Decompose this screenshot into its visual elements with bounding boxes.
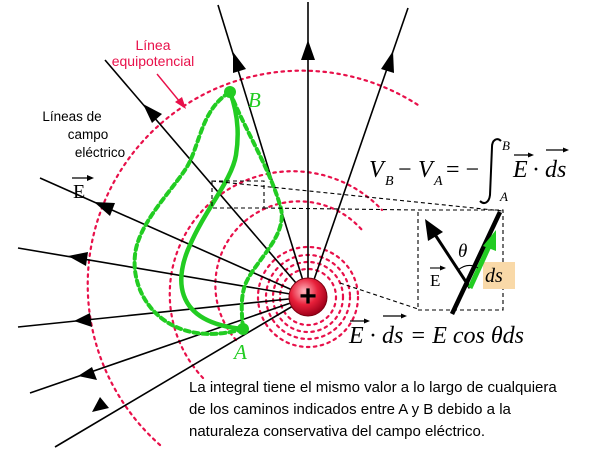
inset-ds-arrowhead — [483, 230, 496, 251]
caption-line-1: La integral tiene el mismo valor a lo la… — [189, 379, 557, 396]
field-line-lower-left-2 — [54, 296, 309, 448]
point-b-label: B — [248, 88, 261, 112]
positive-charge — [288, 277, 328, 317]
field-lines — [17, 2, 409, 448]
field-line-upper-left-2 — [104, 59, 309, 298]
paths-a-to-b — [132, 89, 284, 336]
e-vector-text: E — [73, 181, 85, 203]
field-lines-label-line2: campo — [68, 127, 109, 142]
inset-path-segment — [449, 211, 503, 315]
dot-product-equation: E · ds = E cos θds — [348, 313, 524, 349]
inset-content — [425, 211, 515, 315]
arrow-upper-left-1 — [233, 52, 246, 73]
arrow-left-2 — [68, 252, 88, 266]
equipotential-ring-4 — [256, 245, 360, 349]
point-b-marker — [224, 86, 236, 98]
path-dashed-left — [132, 90, 245, 336]
field-lines-label-line3: eléctrico — [75, 145, 125, 160]
field-line-left-3 — [17, 296, 309, 328]
eq-va: V — [418, 157, 435, 183]
zoom-source-box — [211, 180, 265, 209]
zoom-line-bottom — [339, 282, 419, 310]
inset-e-label: E — [430, 265, 446, 290]
eq-minus: − — [398, 157, 412, 183]
theta-arc — [457, 264, 479, 271]
inset-e-text: E — [430, 271, 440, 290]
e-vector-label: E — [72, 175, 94, 203]
inset-ds-label: ds — [485, 265, 503, 287]
eq2-e: E — [348, 323, 364, 349]
arrow-lower-left-1 — [78, 367, 97, 380]
inset-box — [417, 209, 504, 311]
charge-sign: + — [299, 280, 317, 313]
arrow-upper-left-2 — [143, 104, 162, 123]
equipotential-arc-small — [214, 200, 364, 342]
eq-vb-sub: B — [385, 174, 394, 189]
eq2-ds: ds — [382, 323, 403, 349]
potential-equation: V B − V A = − B A E · ds — [369, 138, 569, 204]
eq-lower-limit: A — [499, 189, 508, 204]
eq-equals-minus: = − — [446, 157, 479, 183]
inset-e-arrowhead — [425, 219, 443, 241]
eq-vb: V — [369, 157, 386, 183]
equipotential-arc-large — [86, 69, 420, 447]
field-line-left-1 — [39, 177, 309, 298]
field-line-left-2 — [17, 247, 309, 298]
path-solid — [179, 89, 246, 332]
eq-integrand-ds: ds — [545, 157, 566, 183]
caption: La integral tiene el mismo valor a lo la… — [189, 379, 557, 440]
arrow-left-3 — [74, 313, 92, 327]
ds-highlight — [483, 262, 515, 289]
eq2-dot: · — [369, 323, 377, 349]
theta-label: θ — [458, 241, 467, 262]
arrow-lower-left-2 — [92, 397, 109, 412]
inset-ds-vector — [467, 242, 493, 290]
eq-va-sub: A — [433, 174, 443, 189]
equipotential-pointer — [156, 73, 186, 109]
eq-integrand-e: E — [512, 157, 528, 183]
equipotential-ring-1 — [278, 267, 338, 327]
field-line-arrows — [68, 40, 394, 412]
caption-line-3: naturaleza conservativa del campo eléctr… — [189, 423, 485, 440]
point-a-label: A — [232, 340, 247, 364]
integral-sign — [479, 138, 502, 204]
caption-line-2: de los caminos indicados entre A y B deb… — [189, 401, 512, 418]
point-a-marker — [237, 323, 249, 335]
arrow-up — [301, 40, 315, 60]
inset-e-vector — [430, 229, 472, 289]
field-line-upper-left-1 — [217, 4, 309, 298]
path-dashed-right — [228, 90, 284, 331]
zoom-lines — [211, 180, 504, 311]
equipotential-ring-2 — [271, 260, 345, 334]
field-lines-label-line1: Líneas de — [42, 109, 101, 124]
zoom-line-mid — [263, 207, 419, 211]
eq-integrand-dot: · — [532, 157, 540, 183]
equipotential-label-line2: equipotencial — [112, 53, 195, 69]
eq2-rhs: = E cos θds — [410, 323, 524, 349]
equipotential-label-line1: Línea — [135, 37, 170, 53]
arrow-left-1 — [94, 202, 115, 216]
eq-upper-limit: B — [502, 138, 510, 153]
arrow-upper-right — [381, 51, 394, 73]
field-line-lower-left-1 — [29, 296, 309, 394]
zoom-line-top — [211, 180, 504, 212]
